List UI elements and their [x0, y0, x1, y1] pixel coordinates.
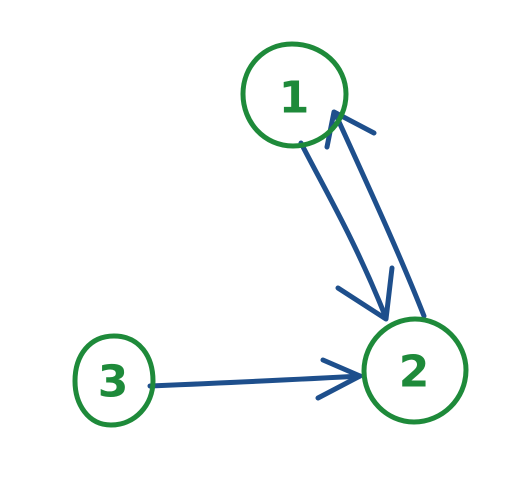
edge-2-to-1-line — [332, 110, 427, 319]
node-1: 1 — [240, 41, 349, 149]
node-2-circle — [361, 316, 469, 425]
node-3-label: 3 — [98, 357, 129, 408]
node-2: 2 — [361, 316, 469, 425]
edge-2-to-1-arrowhead — [324, 109, 377, 150]
node-3-circle — [72, 333, 156, 428]
node-1-label: 1 — [279, 73, 310, 124]
edge-1-to-2 — [298, 140, 395, 322]
edge-1-to-2-arrowhead — [335, 265, 395, 322]
edge-2-to-1 — [324, 109, 427, 319]
edges-group — [147, 109, 427, 401]
edge-1-to-2-line — [298, 140, 389, 321]
edge-3-to-2-line — [147, 373, 363, 389]
node-1-circle — [240, 41, 349, 149]
edge-3-to-2 — [147, 357, 363, 401]
node-2-label: 2 — [399, 347, 430, 398]
node-3: 3 — [72, 333, 156, 428]
nodes-group: 1 2 3 — [72, 41, 469, 428]
edge-3-to-2-arrowhead — [315, 357, 363, 401]
